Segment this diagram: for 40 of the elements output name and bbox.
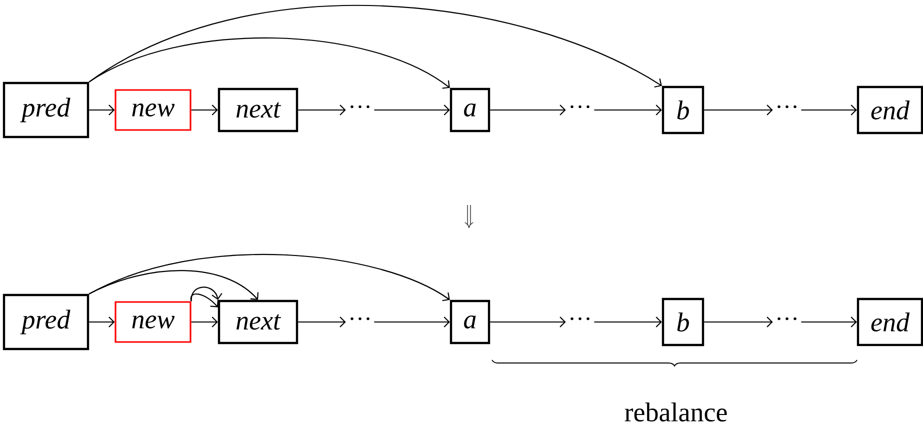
list-node-box: a	[450, 300, 490, 344]
curved-arrow	[88, 37, 450, 89]
arrow	[191, 316, 218, 328]
annotation-text: rebalance	[624, 402, 727, 422]
arrow	[374, 316, 450, 328]
arrow	[490, 316, 566, 328]
arrow	[374, 104, 450, 116]
list-node-box: b	[662, 86, 704, 134]
list-node-box: new	[114, 301, 192, 343]
ellipsis: ···	[778, 105, 796, 108]
arrow	[89, 316, 115, 328]
arrow	[594, 104, 662, 116]
arrow	[704, 104, 773, 116]
arrow	[89, 104, 115, 116]
list-node-box: next	[218, 88, 298, 132]
arrow	[594, 316, 662, 328]
ellipsis: ···	[570, 317, 590, 320]
list-node-box: next	[218, 300, 298, 344]
curved-arrow	[190, 293, 219, 308]
arrow	[298, 104, 346, 116]
list-node-box: pred	[2, 294, 90, 350]
list-node-box: b	[662, 298, 704, 346]
arrow	[191, 104, 218, 116]
arrow	[801, 104, 857, 116]
curved-arrow	[88, 270, 259, 300]
list-node-box: end	[856, 86, 923, 134]
ellipsis: ···	[778, 317, 796, 320]
curved-arrow	[190, 286, 222, 302]
curved-arrow	[88, 5, 662, 88]
arrow	[801, 316, 857, 328]
arrow	[298, 316, 346, 328]
ellipsis: ···	[350, 317, 370, 320]
list-node-box: pred	[2, 82, 90, 138]
ellipsis: ···	[350, 105, 370, 108]
arrow	[490, 104, 566, 116]
list-node-box: a	[450, 88, 490, 132]
arrow	[704, 316, 773, 328]
ellipsis: ···	[570, 105, 590, 108]
list-node-box: new	[114, 89, 192, 131]
list-node-box: end	[856, 298, 923, 346]
